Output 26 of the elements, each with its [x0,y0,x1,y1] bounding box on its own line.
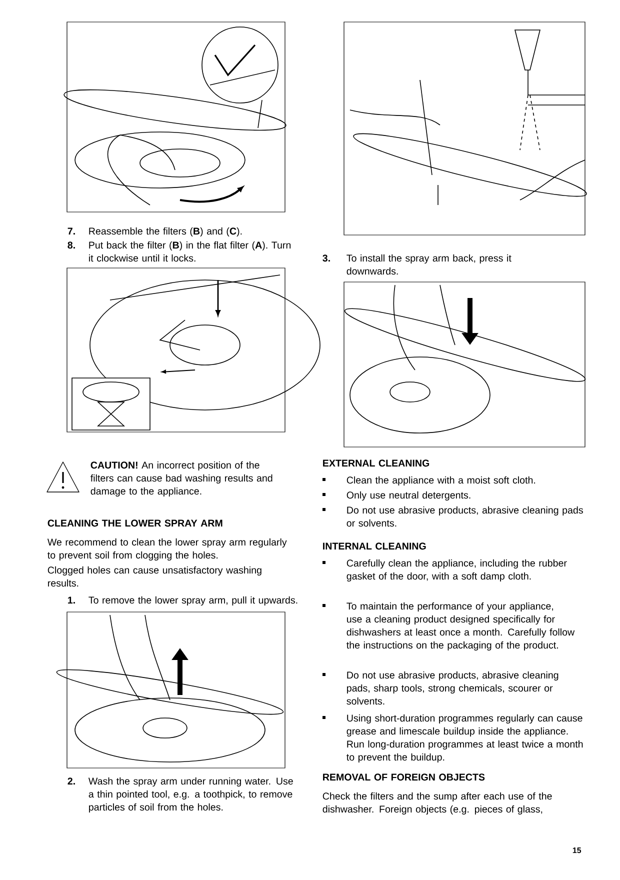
step-number: 2. [68,778,75,784]
caution-text: CAUTION! An incorrect position of the filters can cause bad washing results and damage to the appliance. [90,461,272,497]
bullet-text: Do not use abrasive products, abrasive cleaning pads, sharp tools, strong chemicals, scourer or solvents. [346,671,558,705]
step-text: Wash the spray arm under running water. Use a thin pointed tool, e.g. a toothpick, to remove particles of soil from the holes. [88,777,293,813]
bullet-text: Clean the appliance with a moist soft cloth. [346,476,536,486]
bullet-text: To maintain the performance of your appliance, use a cleaning product designed specifically for dishwashers at least once a month. Carefully follow the instructions on the packaging of the product. [346,602,575,651]
page-number: 15 [572,848,582,854]
paragraph: Check the filters and the sump after each use of the dishwasher. Foreign objects (e.g. pieces of glass, [322,792,552,815]
paragraph: Clogged holes can cause unsatisfactory washing results. [48,566,262,587]
bullet-text: Only use neutral detergents. [346,491,470,501]
step-text: To install the spray arm back, press it downwards. [346,254,512,275]
step-number: 1. [68,596,75,604]
step-number: 3. [322,254,330,262]
paragraph: We recommend to clean the lower spray arm regularly to prevent soil from clogging the holes. [47,538,287,561]
step-text: Put back the filter (B) in the flat filter (A). Turn it clockwise until it locks. [89,241,291,262]
bullet-text: Do not use abrasive products, abrasive cleaning pads or solvents. [346,506,583,527]
section-heading: INTERNAL CLEANING [323,542,426,550]
step-number: 7. [68,228,75,234]
step-text: Reassemble the filters (B) and (C). [89,227,242,237]
step-text: To remove the lower spray arm, pull it upwards. [88,596,298,606]
bullet-text: Using short-duration programmes regularly can cause grease and limescale buildup inside the appliance. Run long-duration programmes at least twice a month to prevent the buildup. [346,714,583,763]
section-heading: REMOVAL OF FOREIGN OBJECTS [323,774,485,781]
section-heading: EXTERNAL CLEANING [323,460,430,467]
section-heading: CLEANING THE LOWER SPRAY ARM [48,520,222,527]
step-number: 8. [68,242,75,249]
bullet-text: Carefully clean the appliance, including the rubber gasket of the door, with a soft damp cloth. [346,559,567,582]
